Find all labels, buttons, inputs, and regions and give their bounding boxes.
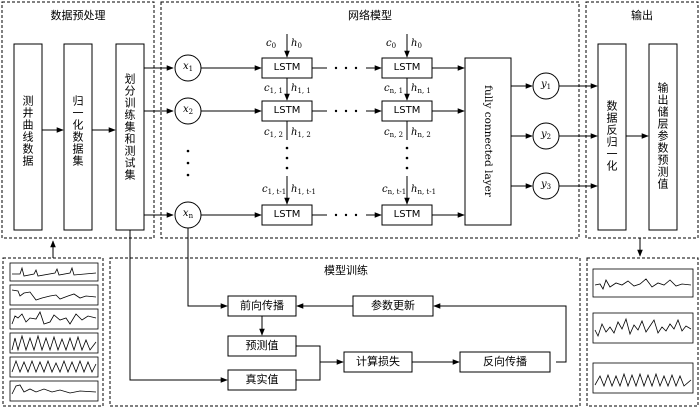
actual-label: 真实值 [245,373,279,386]
state-label-h0-col2: h0 [411,38,422,50]
log-data-label: 测井曲线数据 [21,95,34,167]
horizontal-ellipsis-lstm [334,66,358,217]
vertical-ellipsis-lstm [285,146,409,170]
preprocess-section-title: 数据预处理 [50,9,106,22]
training-section-title: 模型训练 [324,264,368,277]
split-label: 划分训练集和测试集 [123,73,136,181]
loss-label: 计算损失 [356,355,400,368]
lstm-label: LSTM [273,105,301,116]
update-label: 参数更新 [371,299,415,312]
state-label-c0-col1: c0 [266,38,277,50]
normalize-box [63,43,93,231]
forward-label: 前向传播 [240,299,284,312]
state-label-h-col2-row1: hn, 1 [411,83,431,95]
input-curve-thumbnails [9,262,99,402]
state-label-c-col2-row1: cn, 1 [384,83,404,95]
state-label-h-col1-rowt: h1, t-1 [291,184,316,196]
backward-label: 反向传播 [483,355,527,368]
lstm-label: LSTM [393,62,421,73]
fully-connected-box [464,57,512,226]
output-label-y2: y2 [540,129,552,142]
denormalize-box [597,43,627,231]
predicted-label: 预测值 [245,339,279,352]
state-label-h-col2-rowt: hn, t-1 [411,184,437,196]
vertical-ellipsis-inputs [186,149,190,177]
output-label-y3: y3 [540,179,552,192]
state-label-c-col2-row2: cn, 2 [384,127,404,139]
denormalize-label: 数据反归一化 [605,100,618,172]
predict-output-label: 输出储层参数预测值 [656,82,669,190]
fully-connected-label: fully connected layer [482,85,494,197]
state-label-h0-col1: h0 [291,38,302,50]
state-label-c-col1-rowt: c1, t-1 [262,184,287,196]
network-frame [160,1,580,239]
input-label-x1: x1 [182,61,194,74]
lstm-label: LSTM [393,209,421,220]
preprocess-frame [1,1,155,239]
state-label-h-col1-row1: h1, 1 [291,83,311,95]
input-label-x2: x2 [182,104,194,117]
network-section-title: 网络模型 [348,9,392,22]
output-curve-thumbnails [592,268,694,394]
input-label-xn: xn [182,208,194,221]
training-frame [109,257,581,407]
state-label-c-col2-rowt: cn, t-1 [382,184,407,196]
state-label-h-col2-row2: hn, 2 [411,127,431,139]
lstm-label: LSTM [393,105,421,116]
state-label-h-col1-row2: h1, 2 [291,127,311,139]
log-data-box [13,43,43,231]
normalize-label: 归一化数据集 [71,95,84,167]
output-section-title: 输出 [631,9,653,22]
output-curves-frame [586,257,699,407]
output-label-y1: y1 [540,79,552,92]
predict-output-box [648,43,678,231]
state-label-c-col1-row2: c1, 2 [264,127,283,139]
output-frame [585,1,699,239]
state-label-c-col1-row1: c1, 1 [264,83,283,95]
backward-box [459,351,551,373]
lstm-label: LSTM [273,209,301,220]
lstm-label: LSTM [273,62,301,73]
state-label-c0-col2: c0 [386,38,397,50]
